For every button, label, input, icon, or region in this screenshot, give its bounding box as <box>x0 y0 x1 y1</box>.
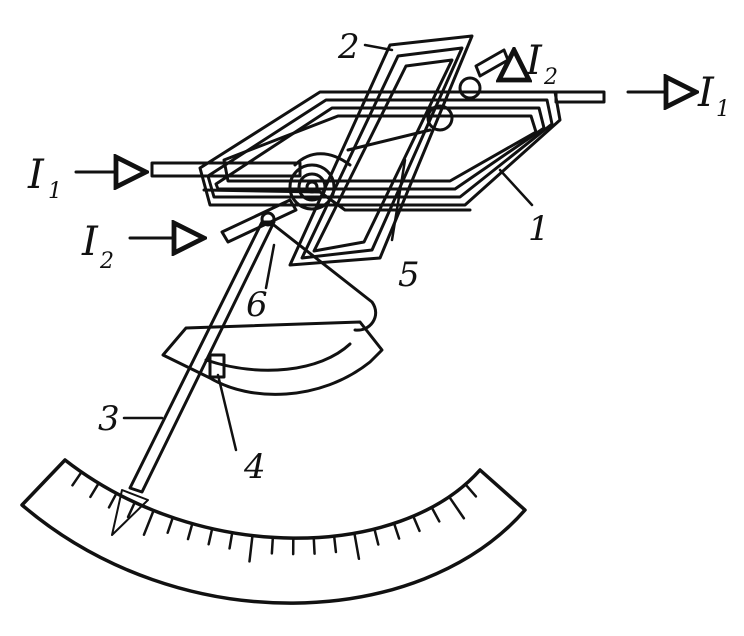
scale-tick <box>89 481 100 499</box>
scale-tick <box>207 527 214 546</box>
moving-coil <box>288 34 474 267</box>
label-current-1-in-sub: 1 <box>48 179 62 204</box>
label-current-1-out: I <box>697 70 715 116</box>
damper <box>161 220 384 396</box>
scale-tick <box>464 483 478 498</box>
fixed-coil <box>198 90 562 212</box>
label-current-1-in: I <box>27 152 45 198</box>
scale-ticks <box>71 470 478 563</box>
pivot-spring <box>288 163 336 211</box>
scale-tick <box>373 527 380 546</box>
scale-tick <box>166 516 175 534</box>
label-current-2-out-sub: 2 <box>543 65 558 90</box>
scale-tick <box>248 534 254 563</box>
scale-tick <box>312 536 316 555</box>
label-current-2-in-sub: 2 <box>99 249 114 274</box>
scale-tick <box>270 536 275 555</box>
scale-tick <box>228 531 234 550</box>
scale-tick <box>447 495 466 520</box>
label-part-3: 3 <box>98 399 120 439</box>
scale-tick <box>353 531 361 561</box>
label-current-2-out: I <box>525 38 543 84</box>
scale <box>20 458 527 605</box>
scale-tick <box>107 492 118 509</box>
scale-tick <box>411 514 421 533</box>
current-arrows <box>74 50 696 238</box>
label-part-6: 6 <box>246 285 268 325</box>
label-current-2-in: I <box>81 219 99 265</box>
scale-tick <box>392 522 401 540</box>
label-part-1: 1 <box>528 209 550 249</box>
label-part-2: 2 <box>337 27 360 67</box>
current-1-leads <box>150 90 606 178</box>
scale-tick <box>186 522 194 541</box>
scale-tick <box>430 506 441 523</box>
scale-tick <box>332 534 338 554</box>
scale-tick <box>71 470 83 487</box>
label-part-4: 4 <box>243 447 266 487</box>
scale-tick <box>142 509 155 536</box>
scale-tick <box>126 501 137 519</box>
label-current-1-out-sub: 1 <box>716 97 730 122</box>
leader-lines <box>122 43 534 452</box>
label-part-5: 5 <box>398 255 420 295</box>
labels: I 1 I 2 I 1 I 2 1 2 3 4 5 6 <box>27 27 730 487</box>
current-2-leads <box>220 48 510 244</box>
